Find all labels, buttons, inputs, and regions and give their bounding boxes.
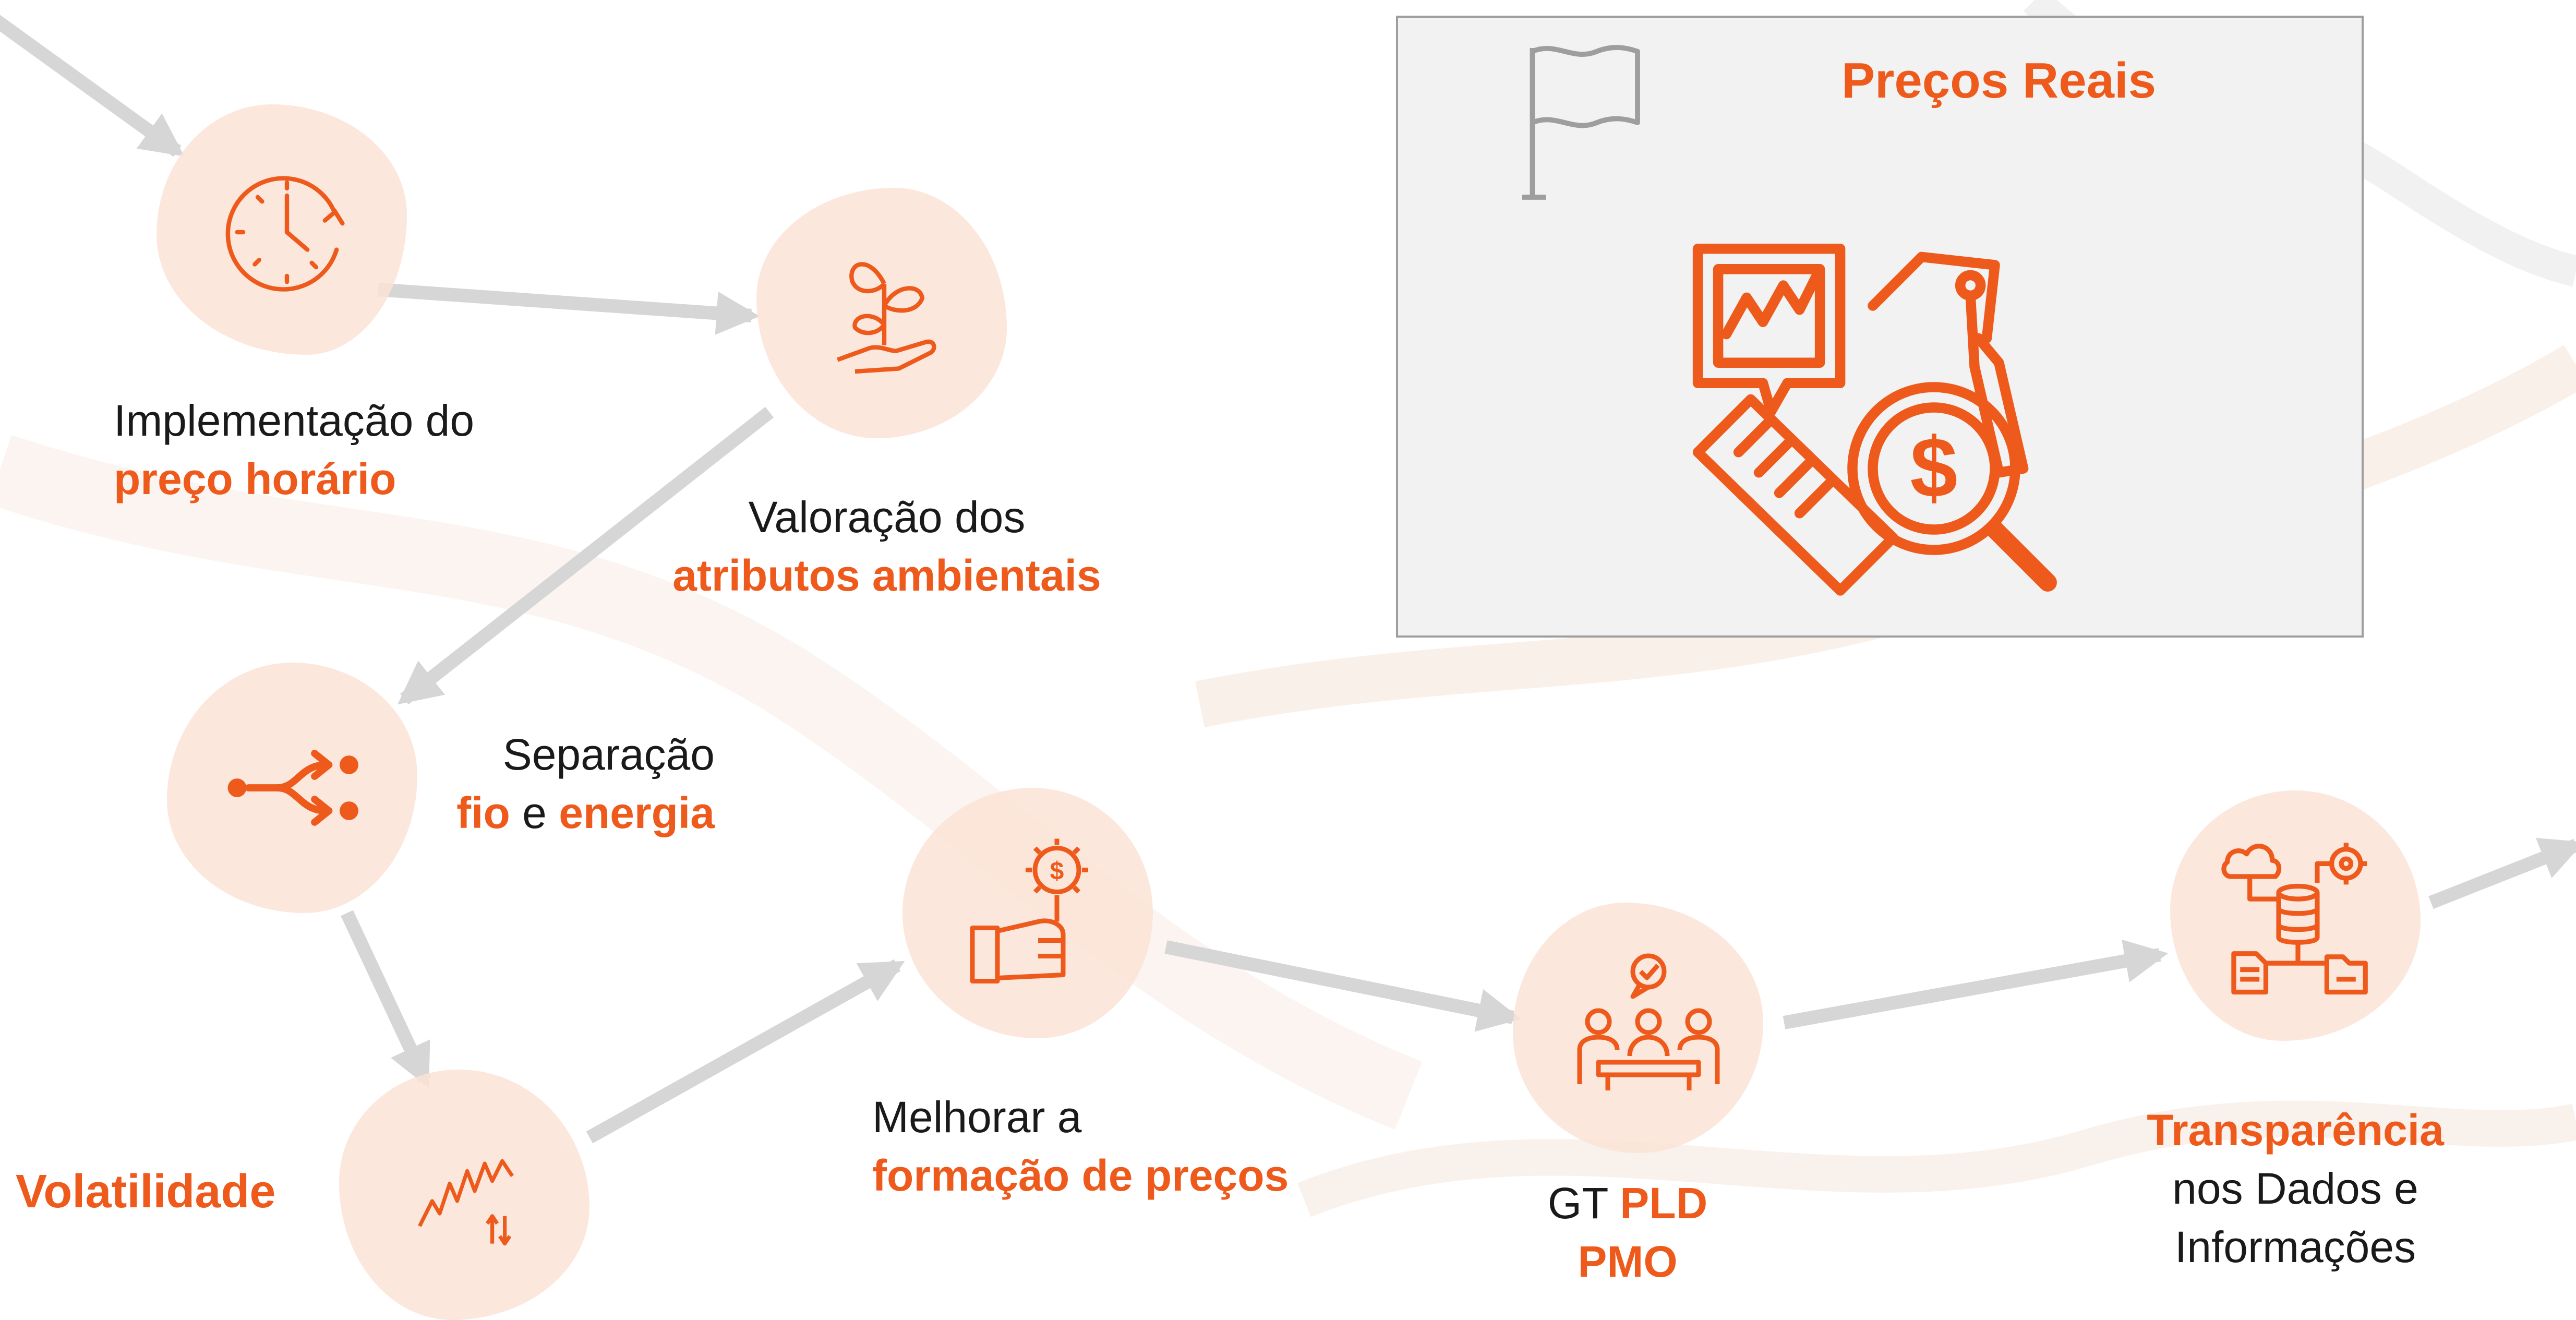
price-analysis-icon: $ <box>1692 244 2057 596</box>
arrow-horario-to-atributos <box>378 283 760 335</box>
arrow-volatilidade-to-formacao <box>586 959 905 1144</box>
callout-title: Preços Reais <box>1841 53 2157 109</box>
hand-dollar-gear-icon: $ <box>970 838 1088 983</box>
node-blob-separacao <box>167 663 417 913</box>
arrow-atributos-to-separacao <box>397 406 774 705</box>
arrow-exit <box>2428 837 2576 909</box>
svg-text:$: $ <box>1910 420 1957 515</box>
flag-icon <box>1522 45 1640 200</box>
plant-hand-icon <box>836 262 936 374</box>
split-arrows-icon <box>227 750 358 826</box>
node-blob-volatilidade <box>339 1070 589 1320</box>
node-label-volatilidade: Volatilidade <box>16 1166 276 1218</box>
clock-icon <box>225 176 345 292</box>
node-label-separacao: Separação fio e energia <box>456 730 715 837</box>
volatility-chart-icon <box>418 1159 514 1246</box>
arrow-entry <box>0 15 185 157</box>
node-label-transparencia: Transparência nos Dados e Informações <box>2147 1106 2444 1271</box>
arrow-formacao-to-gt <box>1164 940 1522 1032</box>
node-blob-atributos <box>756 188 1007 438</box>
node-label-gt: GT PLD PMO <box>1547 1179 1708 1286</box>
node-label-preco-horario: Implementação do preço horário <box>114 396 475 503</box>
arrow-gt-to-transparencia <box>1783 939 2169 1029</box>
node-label-atributos: Valoração dos atributos ambientais <box>672 493 1101 600</box>
data-cloud-database-icon <box>2221 843 2368 995</box>
node-label-formacao: Melhorar a formação de preços <box>872 1093 1289 1200</box>
team-meeting-icon <box>1577 953 1720 1090</box>
arrow-separacao-to-volatilidade <box>341 910 431 1088</box>
svg-text:$: $ <box>1050 858 1064 885</box>
node-blob-formacao <box>902 788 1153 1038</box>
node-blob-preco-horario <box>157 104 407 355</box>
